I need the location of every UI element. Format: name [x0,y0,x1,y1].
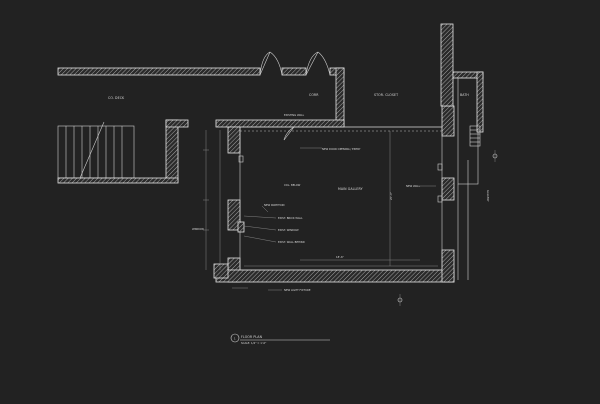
main-top-wall [215,119,345,128]
main-right-wall-bottom [441,249,455,283]
dim-bottom: 18'-6" [336,255,344,259]
left-dimension-lines [203,130,221,270]
note-bottom: NEW LIGHT FIXTURE [284,288,311,292]
label-room-upper-mid: CORR [309,93,319,97]
top-wall-right-segment [281,67,307,76]
leader-lines [232,147,436,291]
annex-stair [469,125,481,147]
side-label: GALLERY [486,190,490,202]
entry-door [215,120,295,141]
label-exterior-left: CO. DECK [108,96,125,100]
label-room-upper-right: STOR. CLOSET [374,93,398,97]
note-left-4: NEW PARTITION [264,203,284,207]
stair [57,121,135,179]
label-column: COL. BELOW [284,183,301,187]
label-window: WINDOW [192,227,204,231]
title-number: 1 [234,337,236,341]
label-existing-wall: EXISTING WALL [284,113,305,117]
left-window-jamb [237,221,245,233]
note-left-3: EXIST. WALL BEHIND [278,240,305,244]
drawing-title: FLOOR PLAN [241,335,263,339]
main-bottom-wall [215,269,455,283]
right-tall-wall [440,23,454,107]
main-left-wall-top [227,126,241,154]
dim-center: 20'-0" [389,192,393,200]
label-room-far-right: BATH [460,93,469,97]
top-corridor-wall [57,67,261,76]
entry-top-wall [165,119,189,128]
note-right-mid: NEW WALL [406,184,421,188]
drawing-scale: SCALE: 1/4" = 1'-0" [241,341,266,345]
note-top: NEW DOOR OPENING / ENTRY [322,147,361,151]
corridor-right-wall [335,67,345,127]
main-right-wall-top [441,105,455,137]
drawing-title-block: 1 FLOOR PLAN SCALE: 1/4" = 1'-0" [230,333,330,345]
right-outlet-1 [437,163,443,171]
note-left-2: EXIST. WINDOW [278,228,299,232]
corner-column [213,263,229,279]
stair-bottom-wall [57,177,179,184]
note-left-1: EXIST. BRICK WALL [278,216,303,220]
north-arrow-marks [397,150,498,306]
left-outlet [238,155,244,163]
label-main-room: MAIN GALLERY [338,187,363,191]
main-right-wall-mid [441,177,455,201]
title-bubble [230,333,240,343]
right-annex-side-wall [476,71,484,133]
right-outlet-2 [437,195,443,203]
stair-enclosure-wall [165,119,179,183]
double-door-top [259,51,331,76]
